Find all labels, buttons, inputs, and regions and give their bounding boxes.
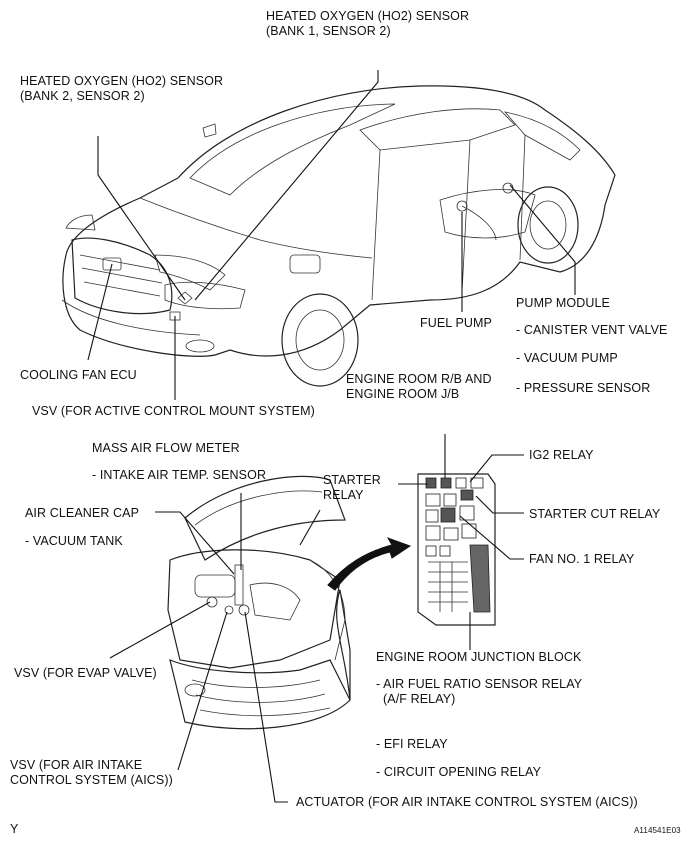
starter-relay-label-line2: RELAY <box>323 488 364 502</box>
junction-block-illustration <box>417 473 496 626</box>
vacuum-tank-label: - VACUUM TANK <box>25 534 123 548</box>
engine-bay-illustration <box>167 475 351 730</box>
vsv-aics-label-line2: CONTROL SYSTEM (AICS)) <box>10 773 173 787</box>
leader-lines-bottom <box>109 434 524 803</box>
vacuum-pump-label: - VACUUM PUMP <box>516 351 618 365</box>
leader-lines-top <box>87 70 576 400</box>
fuel-pump-label: FUEL PUMP <box>420 316 492 330</box>
starter-cut-relay-label: STARTER CUT RELAY <box>529 507 661 521</box>
efi-relay-label: - EFI RELAY <box>376 737 448 751</box>
vsv-aics-label-line1: VSV (FOR AIR INTAKE <box>10 758 143 772</box>
figure-code: A114541E03 <box>634 826 681 835</box>
vsv-active-control-mount-label: VSV (FOR ACTIVE CONTROL MOUNT SYSTEM) <box>32 404 315 418</box>
actuator-aics-label: ACTUATOR (FOR AIR INTAKE CONTROL SYSTEM … <box>296 795 638 809</box>
air-cleaner-cap-label: AIR CLEANER CAP <box>25 506 140 520</box>
engine-room-junction-block-label: ENGINE ROOM JUNCTION BLOCK <box>376 650 582 664</box>
corner-mark: Y <box>10 822 19 836</box>
car-illustration <box>61 85 616 387</box>
fan-no1-relay-label: FAN NO. 1 RELAY <box>529 552 635 566</box>
ho2-sensor-b1s2-label-line2: (BANK 1, SENSOR 2) <box>266 24 391 38</box>
circuit-opening-relay-label: - CIRCUIT OPENING RELAY <box>376 765 542 779</box>
pump-module-label: PUMP MODULE <box>516 296 610 310</box>
mass-air-flow-meter-label: MASS AIR FLOW METER <box>92 441 240 455</box>
vsv-evap-valve-label: VSV (FOR EVAP VALVE) <box>14 666 157 680</box>
pressure-sensor-label: - PRESSURE SENSOR <box>516 381 651 395</box>
ho2-sensor-b1s2-label-line1: HEATED OXYGEN (HO2) SENSOR <box>266 9 470 23</box>
cooling-fan-ecu-label: COOLING FAN ECU <box>20 368 137 382</box>
ho2-sensor-b2s2-label-line1: HEATED OXYGEN (HO2) SENSOR <box>20 74 224 88</box>
engine-room-rb-jb-label-line2: ENGINE ROOM J/B <box>346 387 460 401</box>
engine-room-rb-jb-label-line1: ENGINE ROOM R/B AND <box>346 372 492 386</box>
intake-air-temp-sensor-label: - INTAKE AIR TEMP. SENSOR <box>92 468 267 482</box>
af-sensor-relay-label-line2: (A/F RELAY) <box>383 692 456 706</box>
starter-relay-label-line1: STARTER <box>323 473 381 487</box>
canister-vent-valve-label: - CANISTER VENT VALVE <box>516 323 668 337</box>
pointer-arrow-icon <box>327 537 412 591</box>
ig2-relay-label: IG2 RELAY <box>529 448 594 462</box>
af-sensor-relay-label-line1: - AIR FUEL RATIO SENSOR RELAY <box>376 677 583 691</box>
ho2-sensor-b2s2-label-line2: (BANK 2, SENSOR 2) <box>20 89 145 103</box>
